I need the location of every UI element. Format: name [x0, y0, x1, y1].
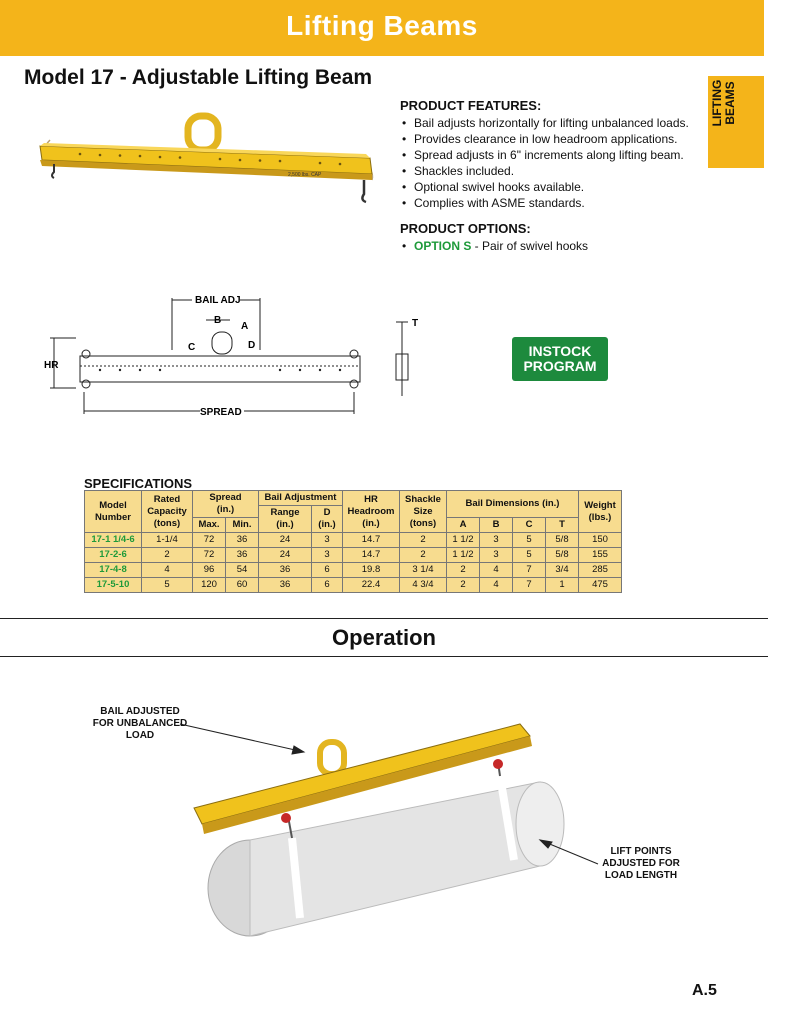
lifting-beam-photo: 2,500 lbs. CAP	[39, 112, 374, 204]
label-hr: HR	[44, 360, 59, 371]
operation-illustration	[193, 723, 565, 937]
col-range: Range(in.)	[258, 505, 312, 533]
operation-title: Operation	[332, 625, 436, 650]
beam-capacity-label: 2,500 lbs. CAP	[288, 172, 322, 178]
feature-item: Provides clearance in low headroom appli…	[402, 131, 700, 147]
page-number: A.5	[692, 982, 717, 999]
feature-item: Complies with ASME standards.	[402, 195, 700, 211]
feature-item: Bail adjusts horizontally for lifting un…	[402, 115, 700, 131]
col-d: D(in.)	[311, 505, 343, 533]
instock-line-1: INSTOCK	[528, 343, 592, 359]
callout-lift-points: LIFT POINTS ADJUSTED FOR LOAD LENGTH	[602, 846, 680, 881]
features-list: Bail adjusts horizontally for lifting un…	[400, 115, 700, 211]
page-title: Lifting Beams	[286, 10, 478, 41]
product-features: PRODUCT FEATURES: Bail adjusts horizonta…	[400, 98, 700, 260]
label-bail-adj: BAIL ADJ	[195, 295, 241, 306]
label-c: C	[188, 342, 195, 353]
option-item: OPTION S - Pair of swivel hooks	[402, 238, 700, 254]
col-t: T	[545, 517, 579, 533]
label-a: A	[241, 321, 248, 332]
header-banner: Lifting Beams	[0, 0, 764, 56]
label-spread: SPREAD	[200, 407, 242, 418]
features-heading: PRODUCT FEATURES:	[400, 98, 542, 113]
instock-line-2: PROGRAM	[523, 358, 597, 374]
specifications-title: SPECIFICATIONS	[84, 476, 193, 491]
feature-item: Optional swivel hooks available.	[402, 179, 700, 195]
instock-program-badge: INSTOCK PROGRAM	[512, 337, 608, 381]
feature-item: Spread adjusts in 6" increments along li…	[402, 147, 700, 163]
section-divider-bottom	[0, 656, 768, 657]
feature-item: Shackles included.	[402, 163, 700, 179]
options-heading: PRODUCT OPTIONS:	[400, 221, 531, 236]
section-tab[interactable]: LIFTING BEAMS	[708, 76, 764, 168]
dimension-diagram: BAIL ADJ B A C D HR SPREAD T	[44, 295, 418, 418]
col-spread: Spread(in.)	[192, 490, 259, 518]
label-d: D	[248, 340, 255, 351]
option-text: - Pair of swivel hooks	[471, 239, 589, 253]
option-code: OPTION S	[414, 239, 472, 253]
section-divider-top	[0, 618, 768, 619]
col-weight: Weight(lbs.)	[578, 490, 622, 533]
col-spread-min: Min.	[225, 517, 259, 533]
callout-bail-adjusted: BAIL ADJUSTED FOR UNBALANCED LOAD	[92, 706, 188, 741]
options-list: OPTION S - Pair of swivel hooks	[400, 238, 700, 254]
label-b: B	[214, 315, 221, 326]
label-t: T	[412, 318, 418, 329]
model-title: Model 17 - Adjustable Lifting Beam	[24, 66, 373, 89]
